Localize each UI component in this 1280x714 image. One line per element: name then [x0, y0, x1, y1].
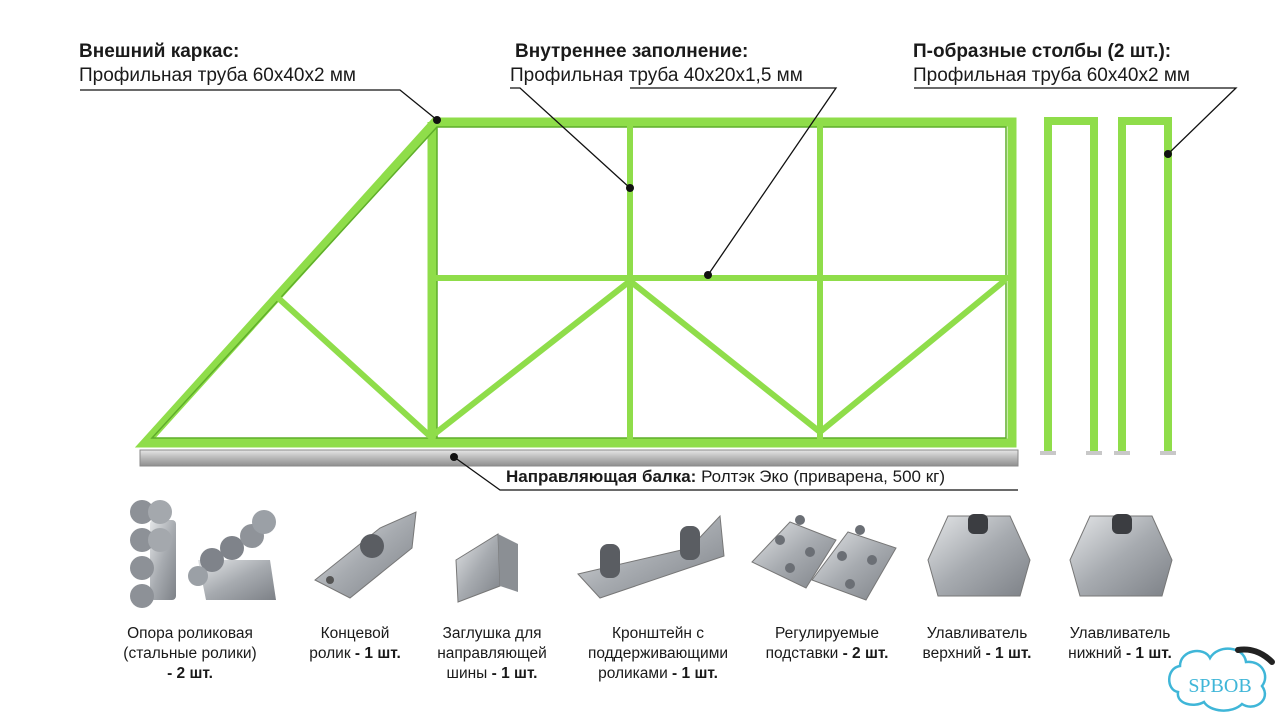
- upper-catcher-image: [927, 514, 1031, 597]
- part-caption-rail-cap: Заглушка для направляющей шины - 1 шт.: [437, 625, 547, 682]
- posts-callout-sub: Профильная труба 60х40х2 мм: [913, 65, 1190, 86]
- part-caption-end-roller: Концевой ролик - 1 шт.: [309, 625, 401, 662]
- callout-leaders: [80, 87, 1238, 491]
- frame-callout-title: Внешний каркас:: [79, 41, 240, 62]
- posts-callout-title: П-образные столбы (2 шт.):: [913, 41, 1172, 62]
- rail-cap-image: [455, 533, 518, 603]
- outer-frame: [134, 117, 1017, 448]
- infill-callout-sub: Профильная труба 40х20х1,5 мм: [510, 65, 803, 86]
- rail-callout: Направляющая балка: Ролтэк Эко (приварен…: [506, 467, 945, 487]
- part-caption-adjustable-pads: Регулируемые подставки - 2 шт.: [765, 625, 889, 662]
- adjustable-pads-image: [751, 515, 897, 601]
- rail-callout-text: Ролтэк Эко (приварена, 500 кг): [701, 467, 946, 486]
- frame-callout-sub: Профильная труба 60х40х2 мм: [79, 65, 356, 86]
- roller-support-image: [130, 500, 276, 608]
- bracket-image: [577, 514, 725, 599]
- part-caption-upper-catcher: Улавливатель верхний - 1 шт.: [922, 625, 1032, 662]
- end-roller-image: [314, 511, 417, 599]
- u-posts: [1044, 117, 1172, 452]
- rail-callout-title: Направляющая балка:: [506, 467, 697, 486]
- part-caption-lower-catcher: Улавливатель нижний - 1 шт.: [1068, 625, 1172, 662]
- infill-callout-title: Внутреннее заполнение:: [515, 41, 749, 62]
- frame-callout: Внешний каркас: Профильная труба 60х40х2…: [79, 40, 356, 88]
- part-caption-bracket: Кронштейн с поддерживающими роликами - 1…: [587, 625, 729, 682]
- part-caption-roller-support: Опора роликовая (стальные ролики) - 2 шт…: [123, 625, 257, 682]
- inner-infill: [271, 124, 1009, 443]
- guide-rail: [139, 449, 1019, 467]
- spbob-logo: SPBOB: [1168, 646, 1275, 712]
- svg-text:SPBOB: SPBOB: [1188, 675, 1251, 697]
- infill-callout: Внутреннее заполнение: Профильная труба …: [510, 40, 803, 88]
- posts-callout: П-образные столбы (2 шт.): Профильная тр…: [913, 40, 1190, 88]
- lower-catcher-image: [1069, 514, 1173, 597]
